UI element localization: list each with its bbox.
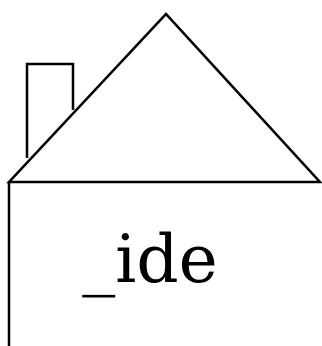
house-label: _ide — [82, 221, 217, 298]
roof — [9, 14, 320, 182]
